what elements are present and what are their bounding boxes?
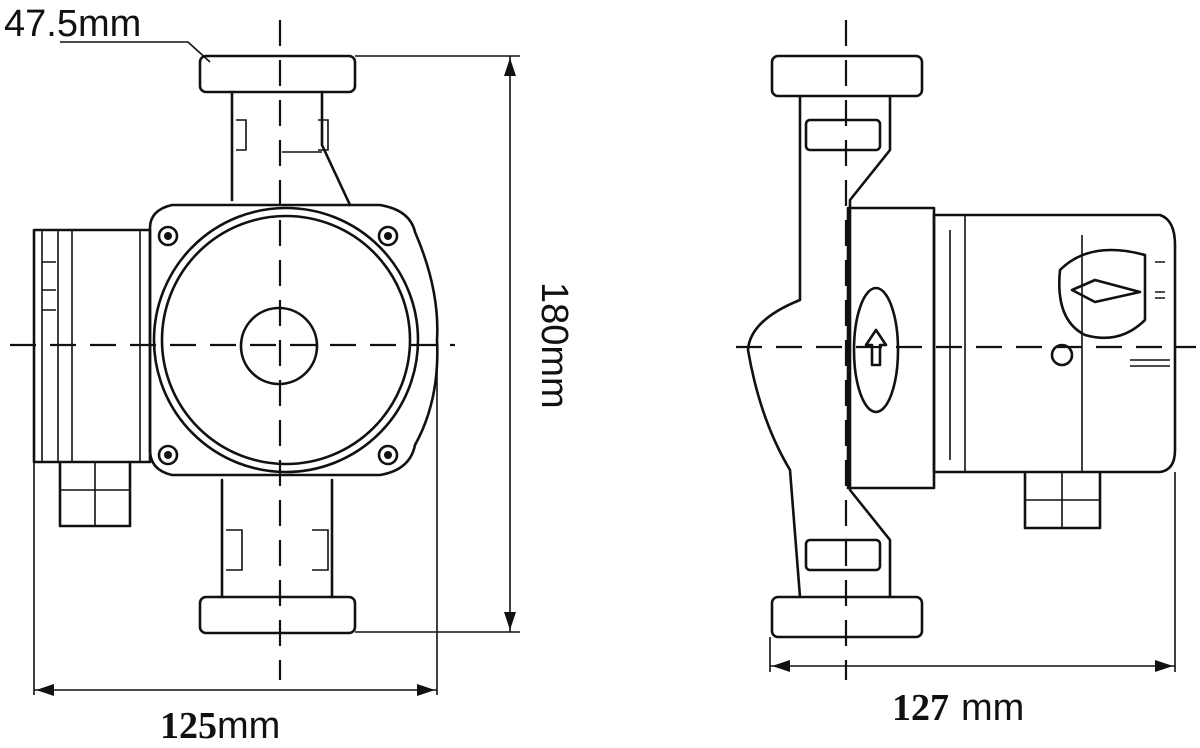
front-width-value: 125 bbox=[160, 705, 217, 747]
side-pipe-body bbox=[746, 94, 892, 599]
side-width-value: 127 bbox=[892, 687, 949, 729]
front-bolts bbox=[157, 225, 399, 466]
side-motor-housing bbox=[932, 213, 1177, 474]
front-inner-ring bbox=[160, 214, 412, 466]
front-outer-ring bbox=[152, 206, 420, 474]
flange-width-label: 47.5mm bbox=[4, 3, 141, 45]
height-arrow-bottom bbox=[504, 612, 516, 630]
dimension-lines bbox=[33, 41, 1176, 696]
side-top-flange bbox=[770, 54, 924, 98]
front-view bbox=[10, 20, 455, 680]
side-width-unit: mm bbox=[961, 687, 1024, 729]
side-view bbox=[736, 20, 1196, 680]
front-bottom-flange bbox=[198, 595, 357, 635]
front-width-label: 125mm bbox=[160, 705, 280, 747]
height-label: 180mm bbox=[533, 282, 575, 409]
front-pump-body bbox=[148, 203, 439, 477]
height-arrow-top bbox=[504, 58, 516, 76]
front-bottom-neck bbox=[220, 478, 334, 599]
front-width-unit: mm bbox=[217, 705, 280, 747]
front-top-neck bbox=[230, 90, 352, 207]
front-top-flange bbox=[198, 54, 357, 94]
flange-leader-line bbox=[60, 41, 211, 63]
front-width-arrow-left bbox=[36, 684, 54, 696]
side-width-arrow-left bbox=[772, 660, 790, 672]
side-indicator-circle bbox=[1050, 343, 1074, 367]
side-width-label: 127 mm bbox=[892, 687, 1024, 729]
flow-arrow-icon bbox=[864, 328, 888, 367]
speed-selector-knob bbox=[1058, 248, 1147, 340]
side-width-arrow-right bbox=[1155, 660, 1173, 672]
side-direction-oval bbox=[852, 286, 900, 414]
front-width-arrow-right bbox=[417, 684, 435, 696]
